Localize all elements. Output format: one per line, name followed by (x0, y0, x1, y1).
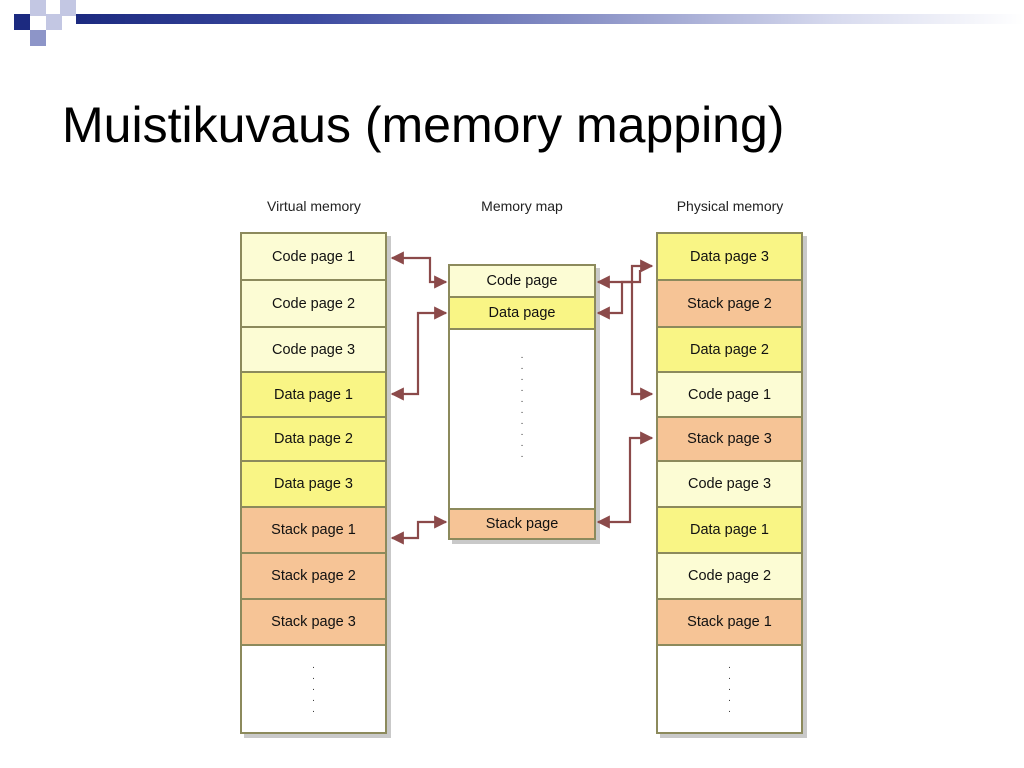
slide-title: Muistikuvaus (memory mapping) (62, 97, 785, 153)
arrow-map-stack-to-physical (596, 431, 654, 529)
virtual-cell-label: Data page 2 (273, 431, 353, 447)
virtual-cell-label: Stack page 1 (271, 522, 356, 538)
physical-cell: Stack page 2 (658, 281, 801, 328)
header-gradient-bar (76, 14, 1024, 24)
physical-memory-column: Data page 3 Stack page 2 Data page 2 Cod… (656, 232, 803, 734)
ellipsis-dots: ····· (727, 662, 732, 717)
header-decoration (0, 0, 1024, 48)
virtual-memory-title: Virtual memory (267, 198, 361, 214)
virtual-cell: Stack page 3 (242, 600, 385, 646)
virtual-cell: Code page 2 (242, 281, 385, 328)
physical-cell: Data page 3 (658, 234, 801, 281)
virtual-cell: Code page 3 (242, 328, 385, 373)
physical-memory-title: Physical memory (676, 198, 784, 214)
memory-map-column: Code page Data page ·········· Stack pag… (448, 264, 596, 540)
physical-cell: Code page 1 (658, 373, 801, 418)
virtual-cell-label: Stack page 3 (271, 614, 356, 630)
virtual-cell-label: Stack page 2 (271, 568, 356, 584)
virtual-cell: Data page 3 (242, 462, 385, 508)
ellipsis-dots: ····· (311, 662, 316, 717)
physical-cell: Stack page 1 (658, 600, 801, 646)
physical-cell-label: Stack page 2 (687, 295, 772, 312)
physical-cell-label: Data page 3 (689, 248, 769, 265)
map-cell: Code page (450, 266, 594, 298)
physical-cell: Code page 2 (658, 554, 801, 600)
header-square-2 (30, 0, 46, 16)
virtual-cell: Code page 1 (242, 234, 385, 281)
map-empty-region: ·········· (450, 330, 594, 510)
physical-cell-label: Stack page 3 (687, 431, 772, 447)
map-cell: Stack page (450, 510, 594, 538)
virtual-cell-label: Data page 3 (273, 476, 353, 492)
map-cell: Data page (450, 298, 594, 330)
map-cell-label: Data page (488, 305, 556, 321)
arrow-map-data-to-physical (596, 270, 642, 320)
memory-map-title: Memory map (481, 198, 563, 214)
arrow-code-virtual-map (390, 251, 448, 289)
virtual-cell-label: Code page 3 (271, 341, 356, 358)
virtual-cell: Data page 2 (242, 418, 385, 462)
virtual-empty-region: ····· (242, 646, 385, 732)
physical-cell: Data page 1 (658, 508, 801, 554)
map-cell-label: Code page (486, 273, 558, 289)
arrow-stack-virtual-map (390, 515, 448, 545)
header-square-3 (46, 14, 62, 30)
physical-cell-label: Data page 2 (689, 341, 769, 358)
physical-empty-region: ····· (658, 646, 801, 732)
physical-cell-label: Code page 3 (687, 476, 772, 492)
arrow-map-to-data-page-3 (596, 259, 654, 289)
physical-cell-label: Code page 1 (687, 386, 772, 403)
header-square-5 (30, 30, 46, 46)
physical-cell-label: Code page 2 (687, 568, 772, 584)
physical-cell-label: Data page 1 (689, 522, 769, 538)
virtual-cell-label: Code page 1 (271, 248, 356, 265)
ellipsis-dots: ·········· (520, 352, 524, 462)
virtual-cell: Data page 1 (242, 373, 385, 418)
virtual-cell: Stack page 2 (242, 554, 385, 600)
virtual-memory-column: Code page 1 Code page 2 Code page 3 Data… (240, 232, 387, 734)
physical-cell: Stack page 3 (658, 418, 801, 462)
virtual-cell-label: Data page 1 (273, 386, 353, 403)
header-square-4 (60, 0, 76, 16)
map-cell-label: Stack page (485, 516, 559, 532)
physical-cell-label: Stack page 1 (687, 614, 772, 630)
virtual-cell: Stack page 1 (242, 508, 385, 554)
physical-cell: Code page 3 (658, 462, 801, 508)
header-square-1 (14, 14, 30, 30)
arrow-data-virtual-map (390, 306, 448, 401)
arrow-map-to-code-page-1 (630, 282, 654, 401)
virtual-cell-label: Code page 2 (271, 295, 356, 312)
physical-cell: Data page 2 (658, 328, 801, 373)
